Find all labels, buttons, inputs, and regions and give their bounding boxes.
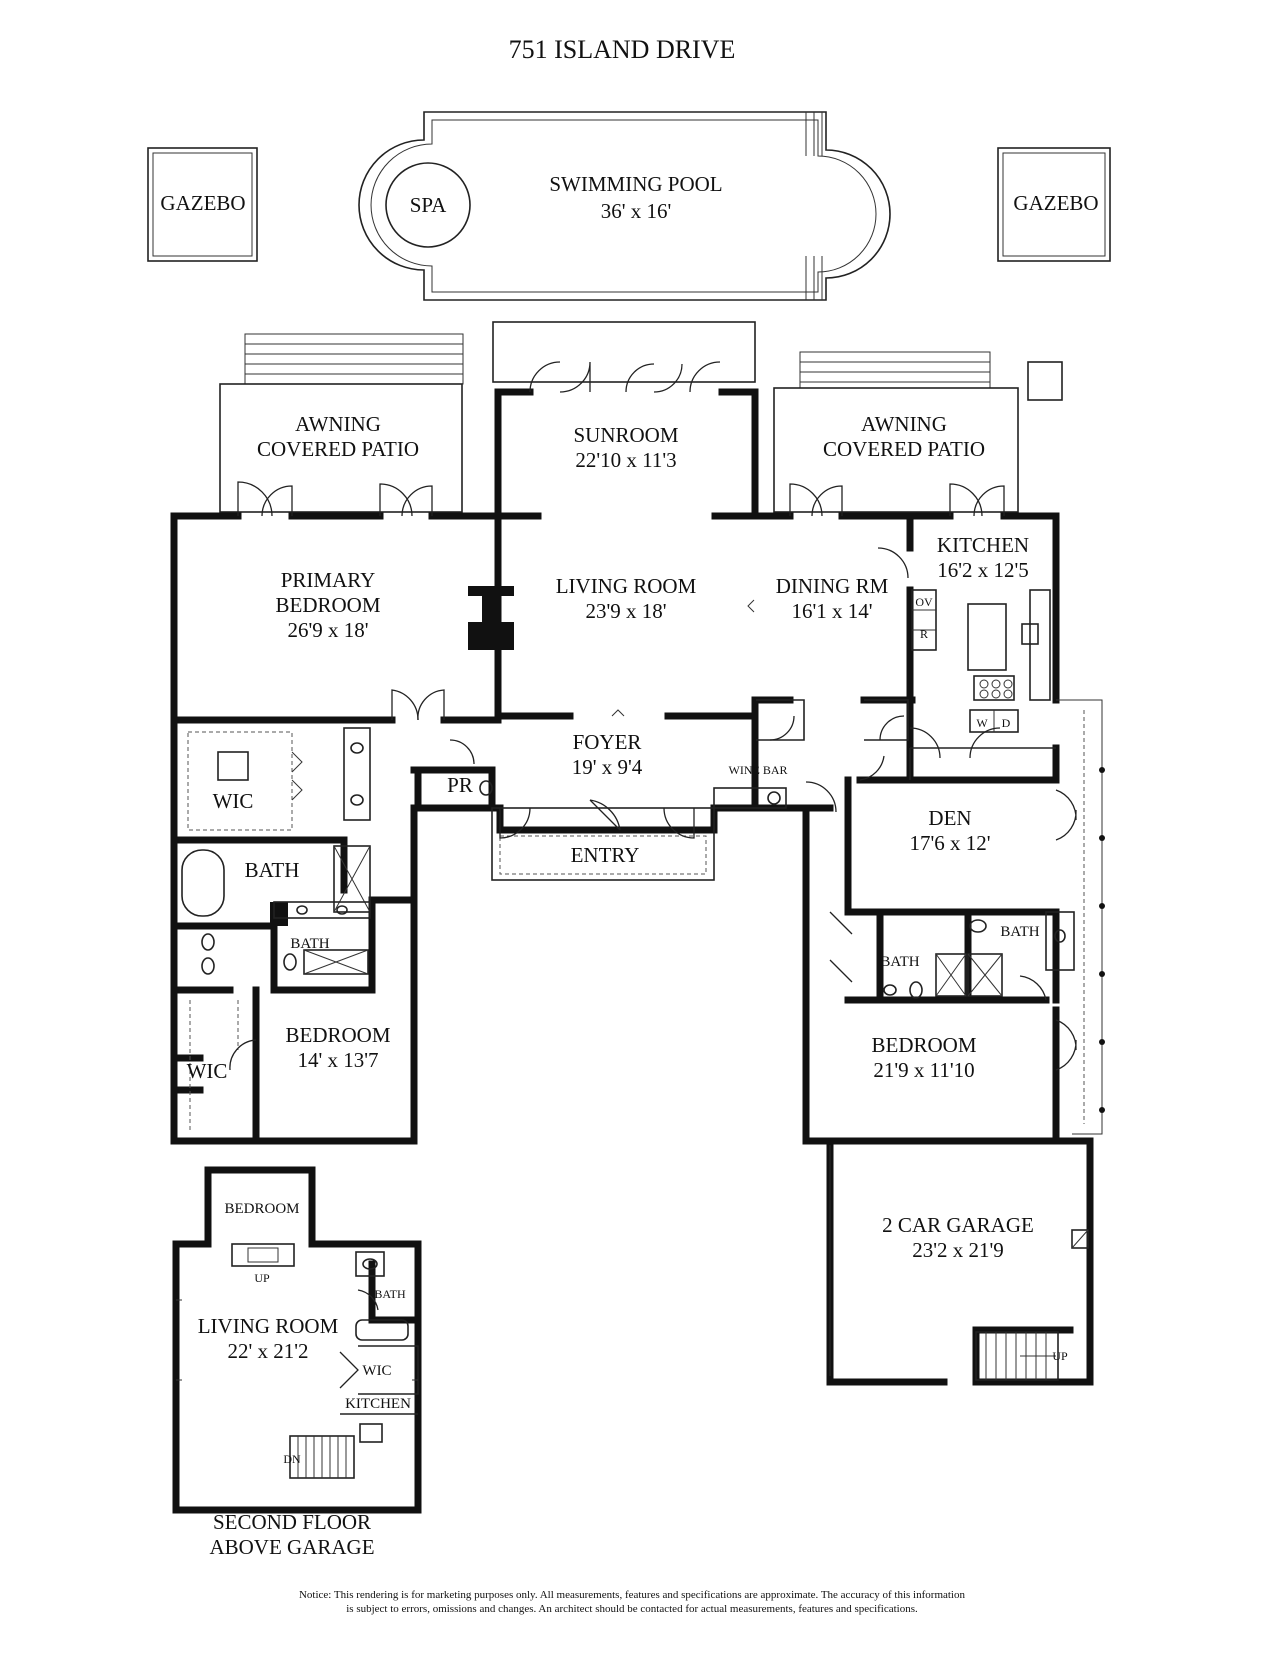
primary-bedroom-line1: PRIMARY xyxy=(281,568,376,592)
patio-right xyxy=(773,387,1019,513)
plan-title: 751 ISLAND DRIVE xyxy=(509,35,736,64)
washer-label: W xyxy=(976,716,988,730)
wic-upper-label: WIC xyxy=(362,1363,391,1379)
garage-size: 23'2 x 21'9 xyxy=(912,1238,1004,1262)
swimming-pool xyxy=(358,111,891,301)
patio-left-line2: COVERED PATIO xyxy=(257,437,419,461)
kitchen-upper-label: KITCHEN xyxy=(345,1396,411,1412)
kitchen-island xyxy=(967,603,1007,671)
kitchen-size: 16'2 x 12'5 xyxy=(937,558,1029,582)
den-size: 17'6 x 12' xyxy=(909,831,990,855)
bathtub-icon xyxy=(181,849,225,917)
pool-name: SWIMMING POOL xyxy=(549,172,722,196)
upper-living-size: 22' x 21'2 xyxy=(227,1339,308,1363)
refrigerator-label: R xyxy=(920,627,928,641)
spa-label: SPA xyxy=(410,193,447,217)
upper-living-name: LIVING ROOM xyxy=(198,1314,339,1338)
patio-right-line1: AWNING xyxy=(861,412,947,436)
patio-right-line2: COVERED PATIO xyxy=(823,437,985,461)
entry-porch xyxy=(491,807,715,881)
den-name: DEN xyxy=(928,806,971,830)
foyer-name: FOYER xyxy=(573,730,642,754)
shower-icon xyxy=(333,845,371,913)
outdoor-post xyxy=(1027,361,1063,401)
second-floor xyxy=(172,1166,422,1514)
bedroom-left-size: 14' x 13'7 xyxy=(297,1048,378,1072)
small-labels: WIC BATH BATH WIC PR WINE BAR ENTRY OV R… xyxy=(187,595,1068,1466)
patios: AWNING COVERED PATIO AWNING COVERED PATI… xyxy=(219,321,1063,513)
upper-dn-label: DN xyxy=(283,1452,301,1466)
gazebo-left xyxy=(147,147,258,262)
bath-den-label: BATH xyxy=(880,954,919,970)
primary-bedroom-size: 26'9 x 18' xyxy=(287,618,368,642)
pool-area: GAZEBO GAZEBO SPA SWIMMING POOL 36' x 16… xyxy=(147,111,1111,301)
bedroom-right-name: BEDROOM xyxy=(871,1033,976,1057)
wic-bedroom-label: WIC xyxy=(187,1059,228,1083)
dining-rm-size: 16'1 x 14' xyxy=(791,599,872,623)
kitchen-name: KITCHEN xyxy=(937,533,1029,557)
entry-label: ENTRY xyxy=(571,843,640,867)
sunroom-name: SUNROOM xyxy=(573,423,678,447)
bedroom-right-size: 21'9 x 11'10 xyxy=(873,1058,974,1082)
patio-left xyxy=(219,383,463,513)
cooktop-icon xyxy=(973,675,1015,701)
garage-stairs xyxy=(975,1331,1059,1381)
second-floor-line1: SECOND FLOOR xyxy=(213,1510,371,1534)
toilet-icon xyxy=(283,953,297,971)
pool-size: 36' x 16' xyxy=(601,199,672,223)
bath-hall-label: BATH xyxy=(290,936,329,952)
room-labels: SUNROOM 22'10 x 11'3 PRIMARY BEDROOM 26'… xyxy=(198,423,1034,1363)
living-room-size: 23'9 x 18' xyxy=(585,599,666,623)
gazebo-right-label: GAZEBO xyxy=(1013,191,1098,215)
bedroom-upper-label: BEDROOM xyxy=(224,1201,299,1217)
gazebo-left-label: GAZEBO xyxy=(160,191,245,215)
second-floor-line2: ABOVE GARAGE xyxy=(209,1535,374,1559)
oven-label: OV xyxy=(915,595,933,609)
garage-up-label: UP xyxy=(1052,1349,1068,1363)
notice-line1: Notice: This rendering is for marketing … xyxy=(299,1589,966,1601)
sunroom-deck xyxy=(492,321,756,383)
dryer-label: D xyxy=(1002,716,1011,730)
main-floor-details xyxy=(181,361,1105,1135)
wic-primary-label: WIC xyxy=(213,789,254,813)
bath-upper-label: BATH xyxy=(374,1287,406,1301)
patio-left-line1: AWNING xyxy=(295,412,381,436)
pr-label: PR xyxy=(447,773,473,797)
wine-bar-label: WINE BAR xyxy=(729,763,788,777)
sunroom-size: 22'10 x 11'3 xyxy=(575,448,676,472)
living-room-name: LIVING ROOM xyxy=(556,574,697,598)
fireplace-icon xyxy=(468,586,514,650)
upper-up-label: UP xyxy=(254,1271,270,1285)
bath-primary-label: BATH xyxy=(245,858,300,882)
dining-rm-name: DINING RM xyxy=(776,574,889,598)
primary-bedroom-line2: BEDROOM xyxy=(275,593,380,617)
gazebo-right xyxy=(997,147,1111,262)
bath-right-label: BATH xyxy=(1000,924,1039,940)
upper-bathtub-icon xyxy=(355,1319,409,1341)
garage xyxy=(826,1137,1094,1386)
notice-line2: is subject to errors, omissions and chan… xyxy=(346,1603,918,1615)
foyer-size: 19' x 9'4 xyxy=(572,755,643,779)
garage-name: 2 CAR GARAGE xyxy=(882,1213,1034,1237)
bedroom-left-name: BEDROOM xyxy=(285,1023,390,1047)
spa-circle xyxy=(385,162,471,248)
